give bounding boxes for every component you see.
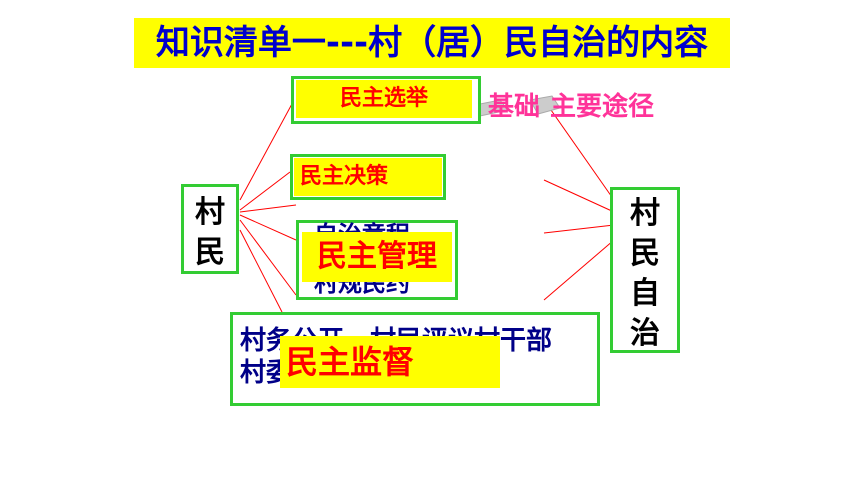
page-title: 知识清单一---村（居）民自治的内容 — [134, 18, 730, 68]
line-right-mid — [543, 224, 615, 234]
line-left-management-3 — [239, 219, 297, 296]
right-node-label: 村民自治 — [630, 196, 660, 351]
left-node-box: 村民 — [181, 184, 239, 274]
line-left-management-1 — [239, 204, 297, 213]
line-right-lower — [543, 239, 615, 301]
left-node-label: 村民 — [195, 195, 225, 270]
line-left-supervision — [239, 229, 283, 313]
decision-label: 民主决策 — [294, 158, 442, 196]
line-right-upper — [543, 179, 615, 213]
line-left-management-2 — [239, 214, 297, 241]
annotation-main-path: 主要途径 — [550, 92, 655, 122]
annotation-basis: 基础 — [488, 92, 541, 122]
supervision-label: 民主监督 — [280, 336, 500, 388]
management-label: 民主管理 — [302, 232, 452, 282]
right-node-box: 村民自治 — [610, 187, 680, 353]
election-label: 民主选举 — [296, 80, 472, 118]
arrow-shape-right — [529, 95, 561, 115]
line-right-top — [543, 99, 615, 201]
line-left-election — [239, 101, 294, 201]
line-left-decision — [239, 171, 291, 211]
